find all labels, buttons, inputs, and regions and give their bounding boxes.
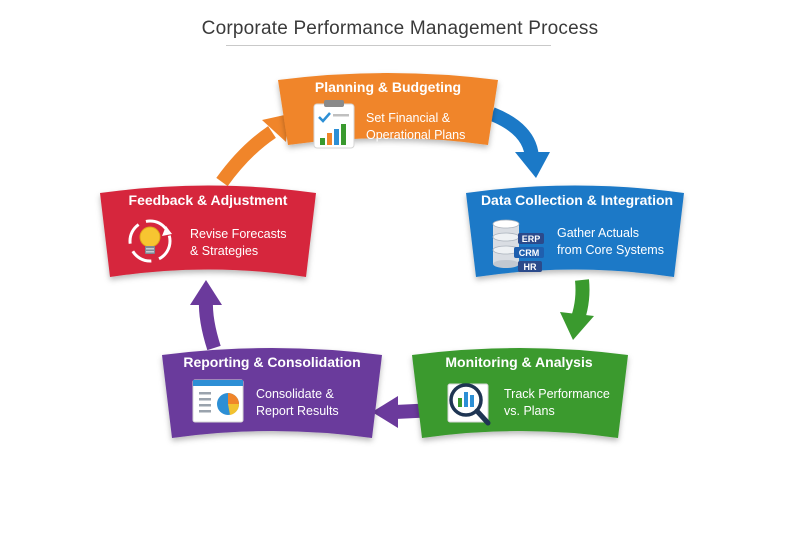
- clipboard-chart-icon: [313, 100, 355, 149]
- stage-desc-line-1: Set Financial &: [366, 111, 451, 125]
- arrow-data-to-monitoring: [560, 279, 594, 340]
- title-divider: [226, 45, 551, 46]
- system-tag-hr: HR: [524, 262, 537, 272]
- stage-desc-line-2: & Strategies: [190, 244, 258, 258]
- page-title: Corporate Performance Management Process: [201, 18, 599, 39]
- database-icon: [492, 219, 544, 272]
- stage-title: Monitoring & Analysis: [445, 354, 592, 370]
- stage-desc-line-2: Operational Plans: [366, 128, 465, 142]
- arrow-feedback-to-planning: [216, 114, 289, 187]
- magnifier-chart-icon: [447, 383, 491, 426]
- system-tag-erp: ERP: [522, 234, 541, 244]
- stage-title: Reporting & Consolidation: [183, 354, 360, 370]
- stage-desc-line-2: Report Results: [256, 404, 339, 418]
- stage-desc-line-2: vs. Plans: [504, 404, 555, 418]
- stage-title: Data Collection & Integration: [481, 192, 673, 208]
- report-icon: [192, 379, 244, 423]
- stage-title: Feedback & Adjustment: [129, 192, 288, 208]
- arrow-planning-to-data: [489, 107, 550, 178]
- stage-desc-line-1: Revise Forecasts: [190, 227, 287, 241]
- system-tag-crm: CRM: [519, 248, 540, 258]
- stage-title: Planning & Budgeting: [315, 79, 461, 95]
- stage-desc-line-2: from Core Systems: [557, 243, 664, 257]
- stage-desc-line-1: Consolidate &: [256, 387, 334, 401]
- stage-desc-line-1: Gather Actuals: [557, 226, 639, 240]
- arrow-reporting-to-feedback: [190, 280, 222, 351]
- stage-panel: [100, 185, 316, 277]
- stage-desc-line-1: Track Performance: [504, 387, 610, 401]
- stage-feedback-adjustment: [100, 185, 316, 277]
- lightbulb-refresh-icon: [128, 219, 172, 263]
